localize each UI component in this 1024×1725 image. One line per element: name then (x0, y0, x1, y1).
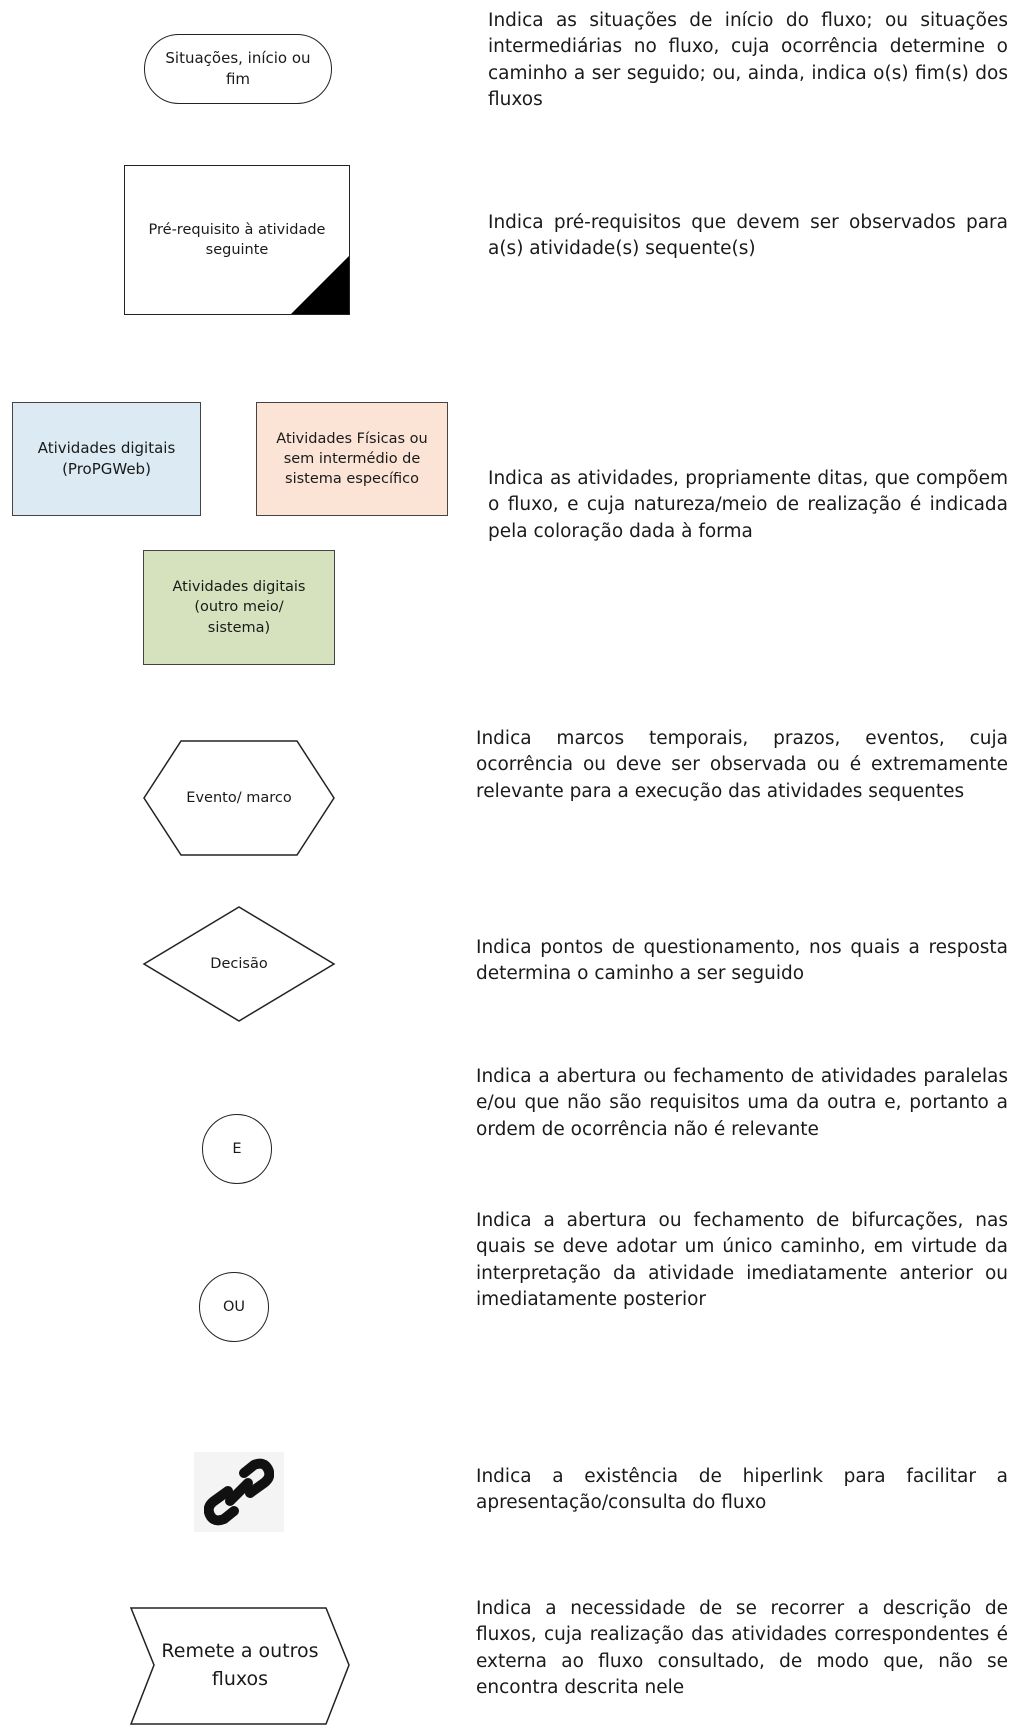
prerequisite-label: Pré-requisito à atividade seguinte (148, 221, 326, 258)
activity-digital-other-label: Atividades digitais (outro meio/ sistema… (172, 579, 306, 636)
other-flows-label: Remete a outros fluxos (161, 1640, 319, 1690)
other-flows-label-box: Remete a outros fluxos (160, 1626, 320, 1706)
start-end-shape: Situações, início ou fim (144, 34, 332, 104)
link-icon (204, 1458, 274, 1526)
other-flows-description: Indica a necessidade de se recorrer a de… (476, 1598, 1008, 1698)
decision-description: Indica pontos de questionamento, nos qua… (476, 937, 1008, 985)
start-end-label: Situações, início ou fim (165, 49, 311, 88)
decision-label: Decisão (210, 955, 268, 972)
and-connector-label: E (232, 1140, 242, 1157)
decision-label-box: Decisão (143, 906, 335, 1022)
start-end-description: Indica as situações de início do fluxo; … (488, 10, 1008, 110)
activities-description: Indica as atividades, propriamente ditas… (488, 468, 1008, 542)
activity-physical: Atividades Físicas ou sem intermédio de … (256, 402, 448, 516)
or-connector-label: OU (222, 1298, 246, 1315)
event-hexagon (143, 740, 335, 856)
hyperlink-description: Indica a existência de hiperlink para fa… (476, 1466, 1008, 1514)
and-connector-circle: E (202, 1114, 272, 1184)
hyperlink-icon-box (194, 1452, 284, 1532)
event-label: Evento/ marco (186, 789, 292, 806)
and-connector-description: Indica a abertura ou fechamento de ativi… (476, 1066, 1008, 1140)
or-connector-circle: OU (199, 1272, 269, 1342)
prerequisite-description: Indica pré-requisitos que devem ser obse… (488, 212, 1008, 260)
activity-digital-propgweb-label: Atividades digitais (ProPGWeb) (37, 439, 176, 478)
activity-physical-label: Atividades Físicas ou sem intermédio de … (276, 430, 428, 488)
event-label-box: Evento/ marco (183, 740, 295, 856)
or-connector-description: Indica a abertura ou fechamento de bifur… (476, 1210, 1008, 1310)
activity-digital-propgweb: Atividades digitais (ProPGWeb) (12, 402, 201, 516)
activity-digital-other: Atividades digitais (outro meio/ sistema… (143, 550, 335, 665)
event-description: Indica marcos temporais, prazos, eventos… (476, 728, 1008, 802)
prerequisite-shape: Pré-requisito à atividade seguinte (124, 165, 350, 315)
decision-diamond (142, 906, 336, 1022)
prerequisite-corner-mark (291, 256, 349, 314)
